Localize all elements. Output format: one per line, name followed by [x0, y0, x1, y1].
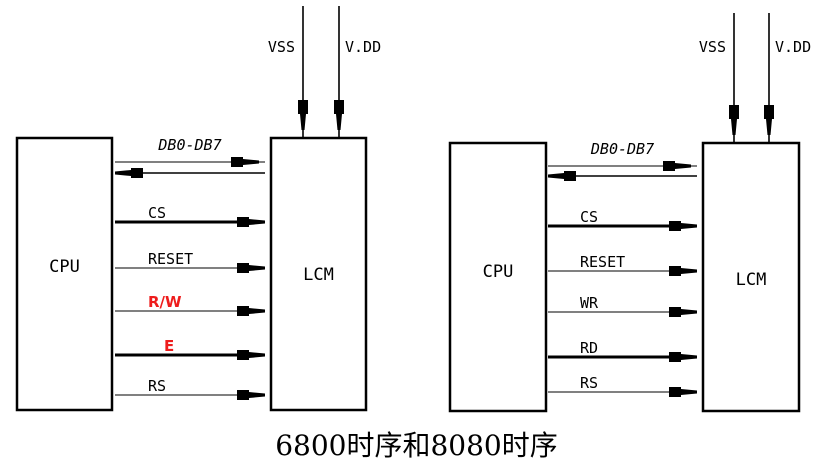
signal-arrow-rd-icon	[669, 352, 697, 362]
vss-arrow-icon	[729, 105, 739, 135]
signal-arrow-e-icon	[237, 350, 265, 360]
lcm-block	[701, 141, 801, 413]
vss-label: VSS	[268, 38, 295, 56]
lcm-label: LCM	[303, 265, 334, 285]
signal-arrow-rw-icon	[237, 306, 265, 316]
signal-label-wr: WR	[580, 294, 599, 312]
signal-label-rs: RS	[148, 377, 166, 395]
lcm-block	[269, 136, 368, 412]
vdd-label: V.DD	[345, 38, 381, 56]
signal-arrow-reset-icon	[237, 263, 265, 273]
signal-arrow-cs-icon	[669, 221, 697, 231]
signal-arrow-rs-icon	[669, 387, 697, 397]
signal-label-cs: CS	[580, 208, 598, 226]
signal-label-e: E	[164, 337, 174, 355]
data-bus-arrow-left-icon	[115, 168, 143, 178]
signal-arrow-wr-icon	[669, 307, 697, 317]
signal-arrow-rs-icon	[237, 390, 265, 400]
signal-label-rw: R/W	[148, 293, 182, 311]
signal-label-cs: CS	[148, 204, 166, 222]
vss-label: VSS	[699, 38, 726, 56]
vdd-arrow-icon	[764, 105, 774, 135]
data-bus-label: DB0-DB7	[157, 136, 221, 154]
vss-arrow-icon	[298, 100, 308, 130]
lcm-label: LCM	[736, 270, 767, 290]
signal-arrow-reset-icon	[669, 266, 697, 276]
signal-label-reset: RESET	[148, 250, 193, 268]
cpu-block	[448, 141, 548, 413]
data-bus-arrow-right-icon	[231, 157, 259, 167]
data-bus-arrow-left-icon	[548, 171, 576, 181]
cpu-label: CPU	[49, 257, 80, 277]
signal-arrow-cs-icon	[237, 217, 265, 227]
data-bus-arrow-right-icon	[663, 161, 691, 171]
cpu-block	[15, 136, 114, 412]
signal-label-reset: RESET	[580, 253, 625, 271]
signal-label-rs: RS	[580, 374, 598, 392]
signal-label-rd: RD	[580, 339, 598, 357]
vdd-label: V.DD	[775, 38, 811, 56]
data-bus-label: DB0-DB7	[590, 140, 654, 158]
diagram-caption: 6800时序和8080时序	[275, 429, 558, 462]
vdd-arrow-icon	[334, 100, 344, 130]
cpu-label: CPU	[483, 262, 514, 282]
